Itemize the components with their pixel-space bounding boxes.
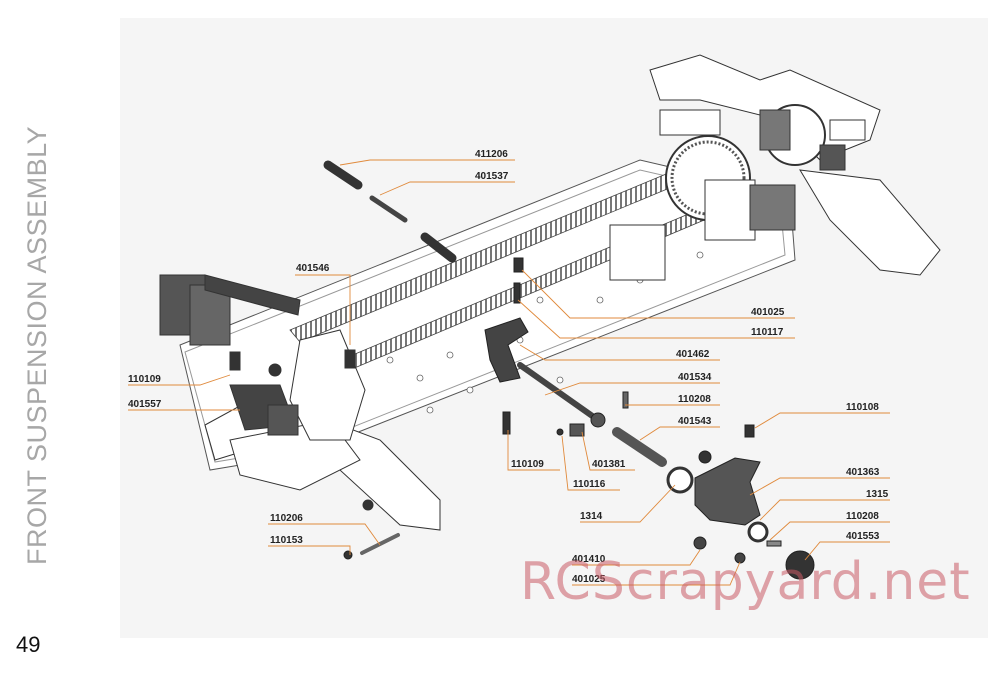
part-label: 401557	[128, 399, 162, 410]
part-label: 110116	[573, 479, 606, 490]
part-label: 401462	[676, 349, 710, 360]
part-label: 110206	[270, 513, 303, 524]
part-label: 401363	[846, 467, 880, 478]
part-label: 110108	[846, 402, 879, 413]
page-number: 49	[16, 632, 41, 657]
front-suspension-on-chassis	[159, 274, 441, 531]
part-label: 110208	[846, 511, 879, 522]
part-label: 401543	[678, 416, 712, 427]
part-label: 401537	[475, 171, 509, 182]
part-label: 110109	[128, 374, 161, 385]
rear-suspension-assembly	[609, 54, 941, 281]
part-label: 110153	[270, 535, 303, 546]
watermark: RCScrapyard.net	[520, 552, 971, 612]
leader-lines	[128, 159, 890, 586]
exploded-parts	[323, 160, 815, 580]
part-label: 110117	[751, 327, 784, 338]
part-label: 110109	[511, 459, 544, 470]
part-label: 1314	[580, 511, 603, 522]
part-label: 1315	[866, 489, 889, 500]
part-label: 401025	[572, 574, 606, 585]
part-label: 401546	[296, 263, 330, 274]
part-label: 110208	[678, 394, 711, 405]
part-label: 401025	[751, 307, 785, 318]
part-label: 411206	[475, 149, 508, 160]
part-label: 401553	[846, 531, 880, 542]
part-label: 401410	[572, 554, 606, 565]
part-labels: 411206 401537 401546 401025 110117 40146…	[128, 149, 889, 585]
part-label: 401534	[678, 372, 712, 383]
part-label: 401381	[592, 459, 626, 470]
